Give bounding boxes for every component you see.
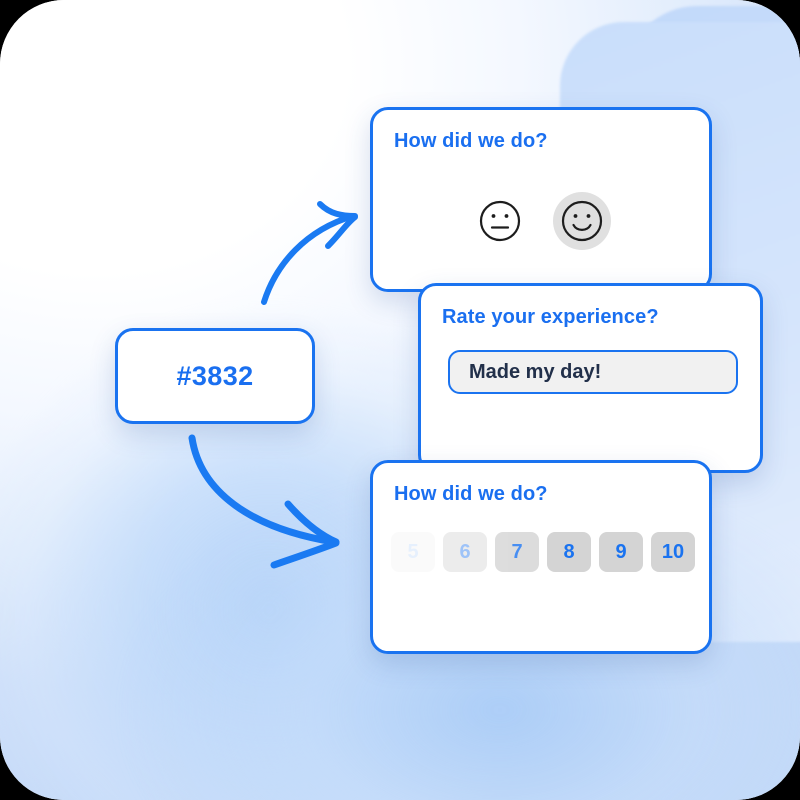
score-option-7[interactable]: 7 (495, 532, 539, 572)
survey-card-score[interactable]: How did we do? 5 6 7 8 9 10 (370, 460, 712, 654)
survey-card-faces[interactable]: How did we do? (370, 107, 712, 292)
neutral-face-icon (479, 200, 521, 242)
score-scale: 5 6 7 8 9 10 (391, 532, 695, 572)
answer-input[interactable]: Made my day! (448, 350, 738, 394)
score-option-8[interactable]: 8 (547, 532, 591, 572)
smiling-face-option[interactable] (553, 192, 611, 250)
card-title-score: How did we do? (394, 483, 548, 505)
score-option-9[interactable]: 9 (599, 532, 643, 572)
score-option-6[interactable]: 6 (443, 532, 487, 572)
survey-card-rating[interactable]: Rate your experience? Made my day! (418, 283, 763, 473)
face-rating-options (373, 192, 709, 250)
neutral-face-option[interactable] (471, 192, 529, 250)
card-title-faces: How did we do? (394, 130, 548, 152)
answer-input-value: Made my day! (469, 360, 602, 383)
score-option-10[interactable]: 10 (651, 532, 695, 572)
score-option-5[interactable]: 5 (391, 532, 435, 572)
smiling-face-icon (561, 200, 603, 242)
ticket-card[interactable]: #3832 (115, 328, 315, 424)
card-title-rating: Rate your experience? (442, 306, 659, 328)
ticket-id-label: #3832 (176, 360, 254, 391)
